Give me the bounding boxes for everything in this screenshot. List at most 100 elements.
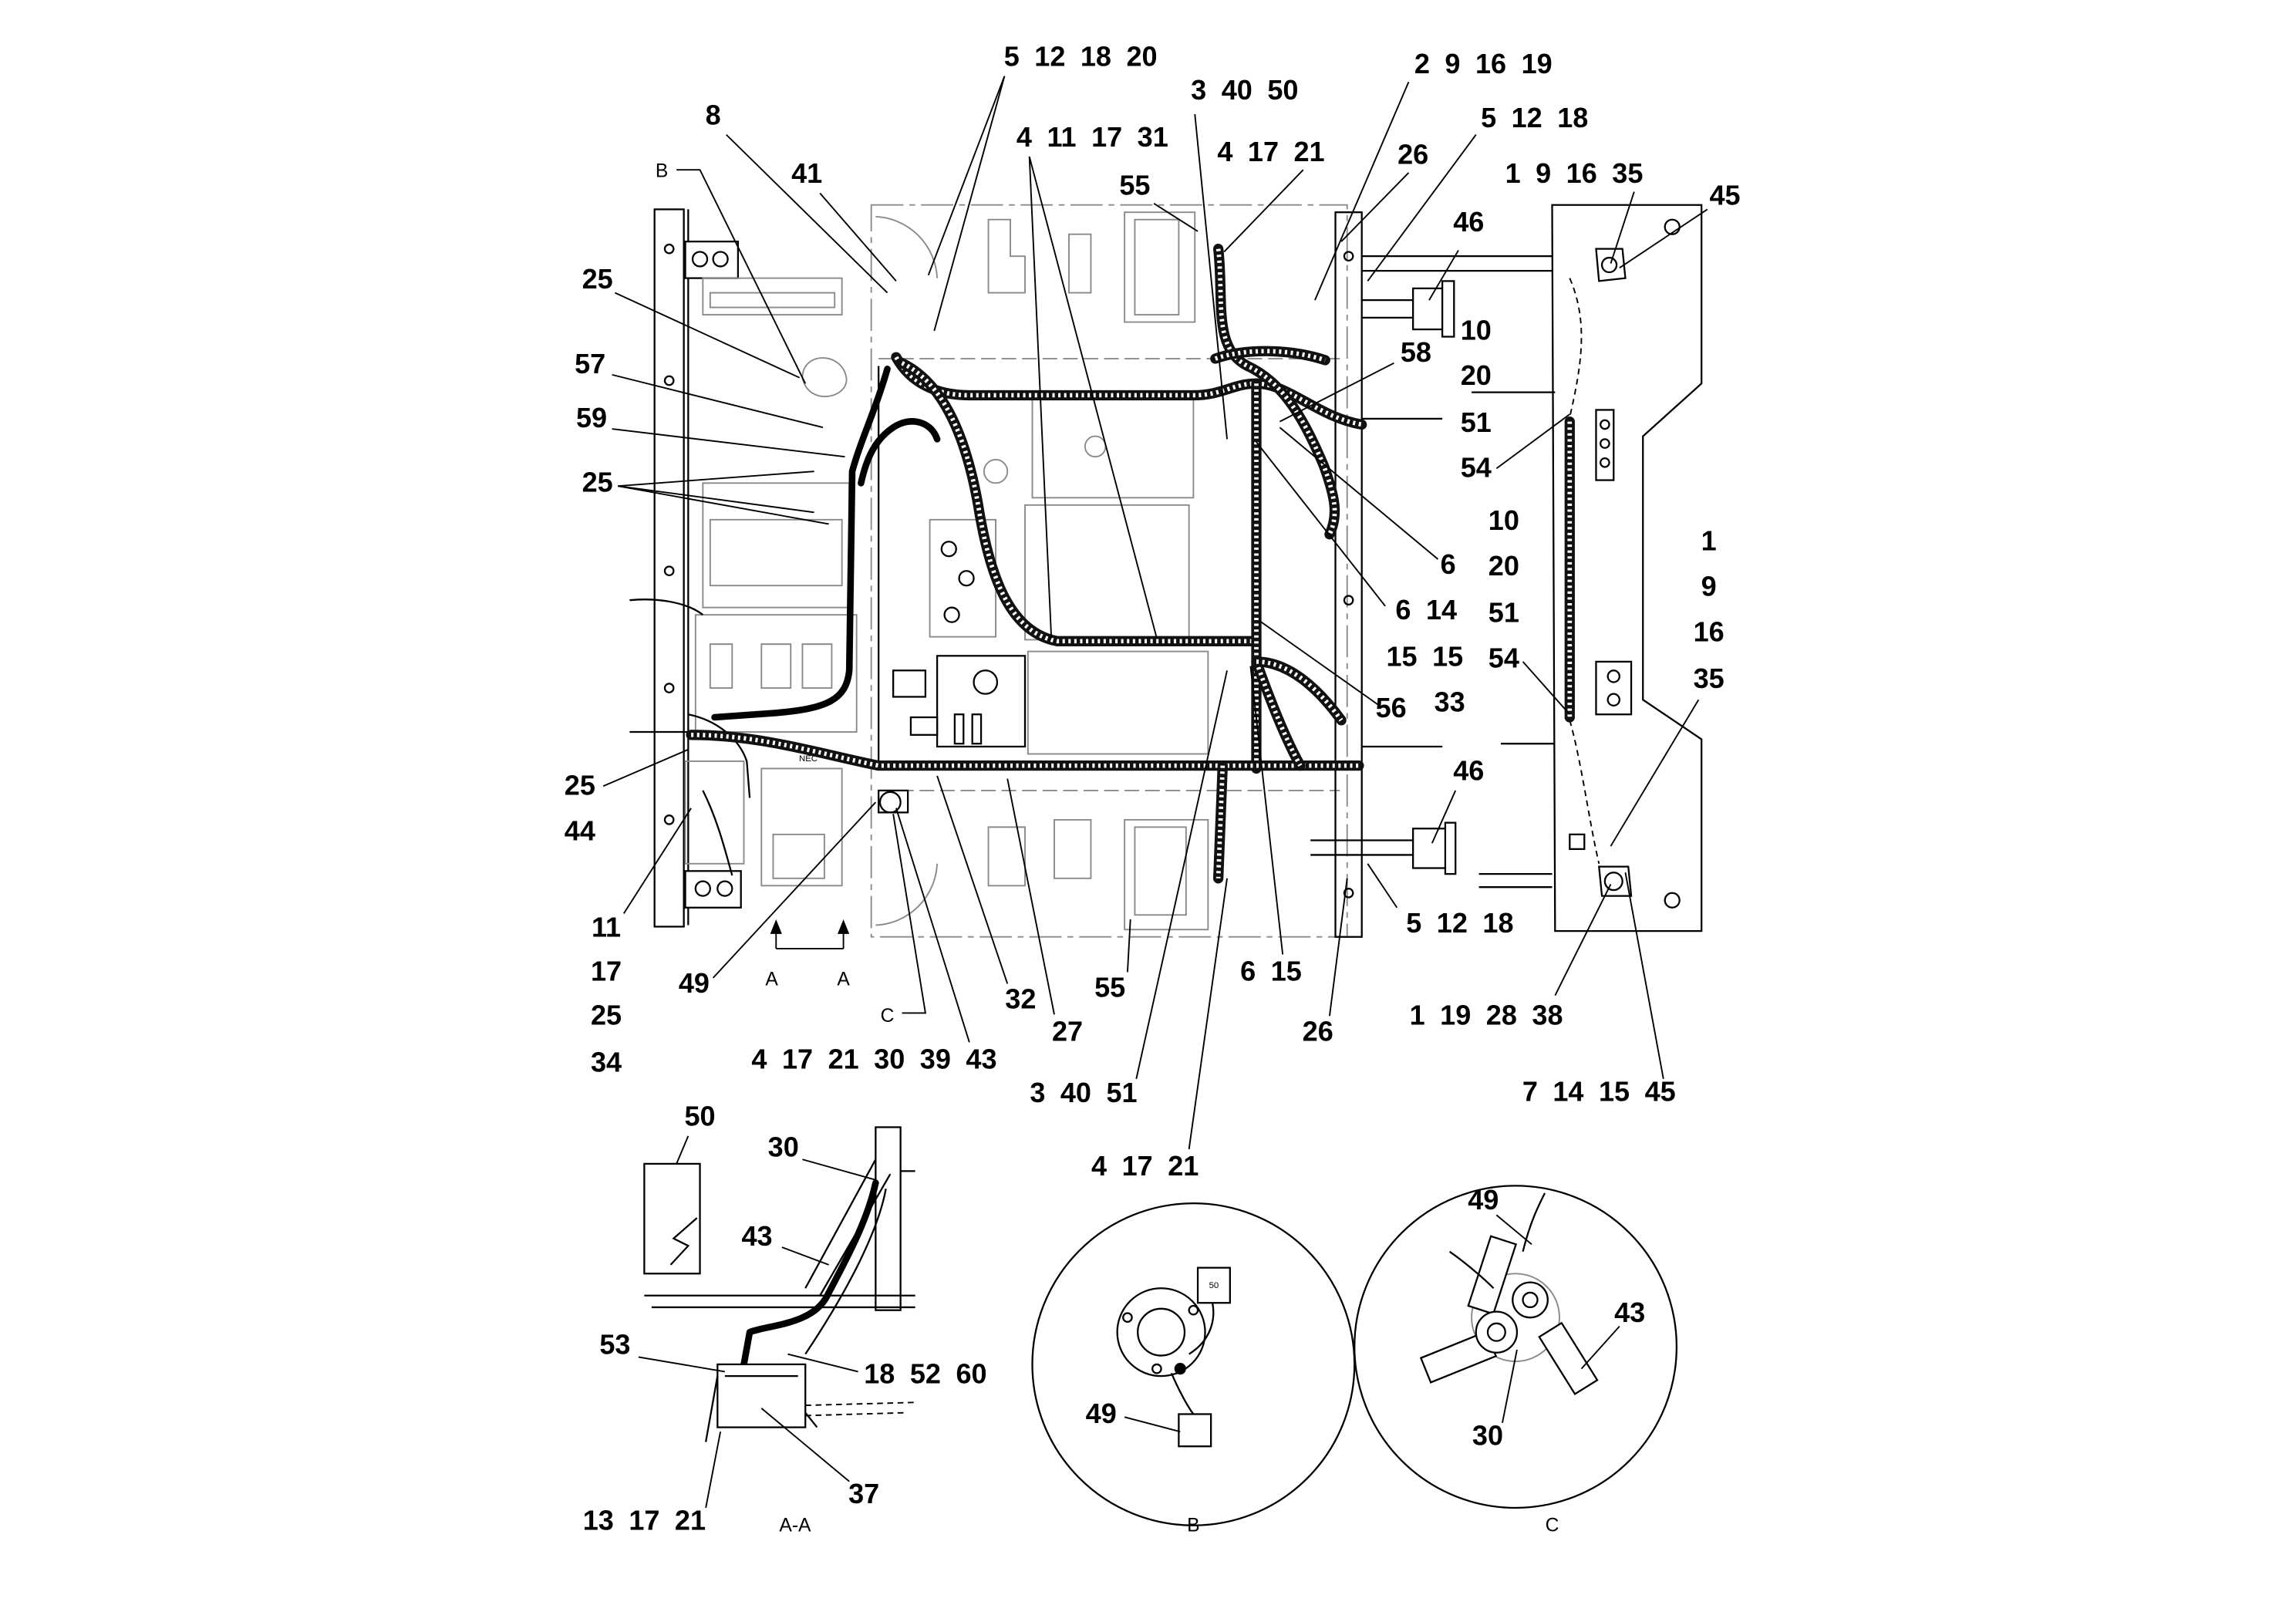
callout-label: 25	[591, 1000, 622, 1031]
leader-line	[712, 801, 877, 979]
leader-line	[819, 192, 897, 282]
mounting-hole	[1122, 1312, 1133, 1324]
leader-line	[612, 373, 824, 429]
mounting-hole	[663, 683, 675, 693]
mounting-hole	[663, 565, 675, 577]
callout-label: 37	[848, 1478, 879, 1509]
leader-line	[936, 775, 1009, 984]
callout-label: 20	[1461, 359, 1492, 391]
callout-label: 3 40 50	[1191, 74, 1298, 106]
section-b-leader	[676, 169, 807, 384]
wire	[1448, 1250, 1495, 1290]
leader-line	[1028, 156, 1158, 639]
section-marker-c: C	[881, 1006, 895, 1027]
section-marker-a: A	[765, 969, 778, 990]
relay-terminal	[691, 251, 709, 268]
terminal-stud	[1512, 1281, 1549, 1319]
hidden-panel	[1024, 504, 1190, 641]
terminal	[1600, 438, 1610, 449]
callout-label: 26	[1303, 1015, 1333, 1047]
valve	[943, 606, 960, 623]
callout-label: 5 12 18	[1481, 102, 1588, 133]
leader-line	[638, 1356, 725, 1373]
callout-label: 58	[1401, 336, 1431, 368]
leader-line	[802, 1158, 876, 1181]
callout-label: 25	[582, 263, 613, 295]
cable-lug	[1467, 1235, 1518, 1316]
grommet-bracket	[878, 789, 909, 814]
callout-label: 45	[1709, 180, 1740, 211]
leader-line	[1624, 872, 1664, 1080]
cable-continuation	[805, 1411, 909, 1417]
wire	[804, 1188, 887, 1355]
leader-line	[1028, 157, 1053, 639]
valve	[940, 541, 957, 558]
wire-tag	[1178, 1413, 1212, 1448]
callout-label: 26	[1397, 139, 1428, 170]
mounting-hole	[1664, 892, 1681, 909]
hidden-component	[709, 292, 836, 309]
terminal-nut	[1522, 1291, 1539, 1309]
side-plate	[1334, 211, 1363, 938]
leader-line	[933, 76, 1006, 332]
wire	[1170, 1372, 1195, 1415]
mounting-hole	[663, 814, 675, 825]
frame-chain-line	[870, 204, 1348, 938]
socket	[1607, 669, 1620, 683]
leader-line	[615, 292, 801, 379]
door-arc	[875, 215, 939, 278]
callout-label: 15 15	[1386, 641, 1463, 673]
callout-label: 6	[1441, 548, 1456, 580]
power-cable	[858, 418, 941, 487]
detail-a-a: 50 30 43 53 18 52 60 37 13 17 21 A-A	[583, 1101, 987, 1536]
leader-line	[1495, 413, 1570, 470]
callout-label: 59	[576, 402, 607, 433]
leader-line	[895, 808, 970, 1043]
terminal	[1600, 457, 1610, 468]
wire-harness	[896, 358, 1262, 646]
callout-label: 56	[1376, 692, 1407, 723]
leader-line	[1135, 670, 1228, 1080]
callout-label: 53	[599, 1329, 630, 1361]
mounting-hole	[1188, 1304, 1199, 1316]
leader-line	[1610, 191, 1635, 264]
connector-block	[909, 716, 939, 736]
component-note: NEC	[799, 754, 818, 764]
callout-label: 16	[1694, 615, 1725, 647]
callout-label: 32	[1005, 983, 1036, 1015]
callout-label: 54	[1489, 642, 1519, 673]
callout-label: 18 52 60	[864, 1358, 986, 1390]
callout-label: 44	[565, 814, 595, 846]
motor-shaft	[973, 669, 999, 695]
leader-line	[1340, 172, 1410, 242]
mounting-bracket	[705, 1375, 719, 1442]
callout-label: 10	[1461, 314, 1492, 346]
detail-title: A-A	[779, 1515, 811, 1536]
callout-label: 46	[1453, 206, 1484, 238]
callout-label: 49	[1468, 1184, 1499, 1216]
terminal-stud	[1475, 1310, 1519, 1354]
wire-harness-texture	[1215, 248, 1337, 535]
callout-label: 2 9 16 19	[1414, 48, 1553, 79]
power-cable	[740, 1179, 879, 1368]
leader-line	[1522, 661, 1571, 715]
detail-title: C	[1546, 1515, 1559, 1536]
terminal-nut	[1486, 1322, 1506, 1342]
callout-label: 13 17 21	[583, 1504, 706, 1536]
control-box-inner	[1134, 826, 1187, 916]
socket-plate	[1595, 660, 1633, 716]
leader-line	[787, 1353, 858, 1373]
callout-label: 30	[768, 1131, 799, 1162]
leader-line	[676, 1135, 689, 1165]
leader-line	[1256, 441, 1386, 607]
door-arc	[875, 863, 939, 926]
callout-label: 25	[565, 770, 595, 801]
callout-label: 17	[591, 956, 622, 987]
valve	[958, 570, 975, 587]
leader-line	[1619, 208, 1708, 269]
callout-label: 49	[1086, 1398, 1117, 1429]
hidden-component	[760, 767, 843, 887]
leader-line	[618, 485, 814, 514]
motor-terminal	[971, 713, 983, 745]
arrowhead	[770, 919, 782, 934]
